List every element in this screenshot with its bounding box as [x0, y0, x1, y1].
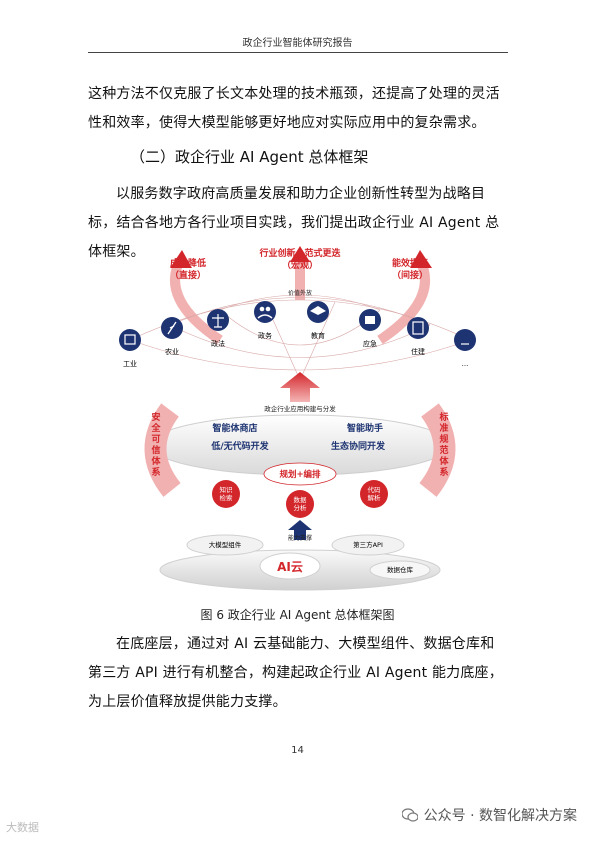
value-release-label: 价值外放: [288, 289, 312, 297]
goal-right-line1: 能效提高: [392, 257, 428, 269]
center-up-arrow: [280, 372, 320, 402]
capability-data-l1: 数据: [294, 495, 308, 504]
goal-left-line2: （直接）: [170, 269, 206, 281]
capability-data-l2: 分析: [294, 503, 308, 512]
right-pillar-band: [419, 403, 456, 497]
figure-caption: 图 6 政企行业 AI Agent 总体框架图: [200, 608, 395, 622]
capability-code-l2: 解析: [368, 493, 382, 502]
capability-code-l1: 代码: [368, 485, 382, 494]
third-party-api-label: 第三方API: [353, 540, 383, 549]
goal-center-line2: （宏观）: [282, 259, 318, 271]
model-components-cloud: [186, 534, 264, 556]
lp-char: 安: [151, 411, 160, 423]
left-arrowhead: [170, 250, 192, 268]
agent-store-label: 智能体商店: [212, 422, 257, 434]
domain-more: ...: [454, 329, 476, 368]
left-pillar-band: [144, 403, 181, 497]
third-party-api-cloud: [331, 534, 405, 556]
framework-diagram: 成本降低 （直接） 行业创新，范式更迭 （宏观） 能效提高 （间接） 价值外放 …: [119, 246, 476, 591]
domain-label-legal: 政法: [211, 339, 225, 348]
capability-support-label: 能力支撑: [288, 534, 312, 542]
ai-cloud-label: AI云: [277, 560, 303, 574]
planning-label: 规划+编排: [279, 469, 321, 480]
assistant-label: 智能助手: [347, 422, 383, 434]
goal-center-line1: 行业创新，范式更迭: [258, 247, 340, 259]
domain-label-construction: 住建: [411, 347, 425, 356]
right-goal-arrow: [377, 257, 430, 345]
domain-education: 教育: [307, 301, 329, 340]
domain-government: 政务: [254, 301, 276, 340]
left-goal-arrow: [170, 257, 223, 345]
capability-code: 代码 解析: [360, 480, 388, 508]
planning-badge: [263, 462, 337, 486]
rp-char: 系: [439, 466, 448, 478]
rp-char: 体: [439, 455, 449, 467]
goal-right-line2: （间接）: [392, 269, 428, 281]
page-number: 14: [291, 745, 304, 756]
domain-label-industry: 工业: [123, 359, 137, 368]
rp-char: 范: [439, 444, 448, 456]
rp-char: 规: [439, 433, 448, 445]
capability-code-circle: [360, 480, 388, 508]
ai-cloud-badge: [259, 552, 321, 580]
paragraph-1: 这种方法不仅克服了长文本处理的技术瓶颈，还提高了处理的灵活性和效率，使得大模型能…: [88, 86, 500, 131]
lp-char: 全: [150, 422, 161, 434]
domain-agriculture: 农业: [161, 317, 183, 356]
app-build-label: 政企行业应用构建与分发: [264, 404, 336, 413]
capability-data: 数据 分析: [286, 490, 314, 518]
domain-industry: 工业: [119, 329, 141, 368]
ecosystem-label: 生态协同开发: [331, 440, 386, 452]
rp-char: 标: [438, 411, 448, 423]
footer-text: 公众号 · 数智化解决方案: [423, 808, 577, 824]
rp-char: 准: [439, 422, 448, 434]
domain-construction: 住建: [407, 317, 429, 356]
right-arrowhead: [410, 250, 432, 268]
industry-icon: [119, 329, 141, 351]
people-icon: [254, 301, 276, 323]
domain-emergency: 应急: [359, 309, 381, 348]
building-icon: [407, 317, 429, 339]
capability-knowledge-l2: 检索: [220, 493, 234, 502]
domain-label-government: 政务: [258, 331, 272, 340]
capability-knowledge-circle: [212, 480, 240, 508]
watermark: 大数据: [6, 821, 39, 834]
lp-char: 体: [151, 455, 161, 467]
header-rule: [88, 52, 508, 53]
section-heading: （二）政企行业 AI Agent 总体框架: [130, 148, 369, 166]
capability-knowledge-l1: 知识: [220, 485, 234, 494]
more-icon: [454, 329, 476, 351]
domain-label-more: ...: [462, 360, 469, 368]
capability-data-circle: [286, 490, 314, 518]
domain-label-emergency: 应急: [363, 339, 377, 348]
data-warehouse-label: 数据仓库: [387, 565, 414, 574]
paragraph-2: 以服务数字政府高质量发展和助力企业创新性转型为战略目标，结合各地方各行业项目实践…: [88, 186, 500, 260]
support-arrow: [288, 520, 312, 540]
footer-attribution: 公众号 · 数智化解决方案: [401, 805, 577, 825]
domain-label-education: 教育: [311, 331, 325, 340]
domain-label-agriculture: 农业: [165, 347, 179, 356]
domain-legal: 政法: [207, 309, 229, 348]
paragraph-3: 在底座层，通过对 AI 云基础能力、大模型组件、数据仓库和第三方 API 进行有…: [88, 636, 503, 710]
lp-char: 可: [151, 434, 160, 445]
lowcode-label: 低/无代码开发: [210, 440, 269, 452]
capability-knowledge: 知识 检索: [212, 480, 240, 508]
model-components-label: 大模型组件: [209, 540, 242, 549]
center-arrowhead: [290, 246, 310, 262]
goal-left-line1: 成本降低: [170, 257, 206, 269]
wechat-icon: [401, 808, 418, 822]
lp-char: 信: [151, 444, 160, 456]
running-header: 政企行业智能体研究报告: [242, 38, 353, 49]
data-warehouse-cloud: [369, 560, 431, 580]
lp-char: 系: [151, 466, 160, 478]
